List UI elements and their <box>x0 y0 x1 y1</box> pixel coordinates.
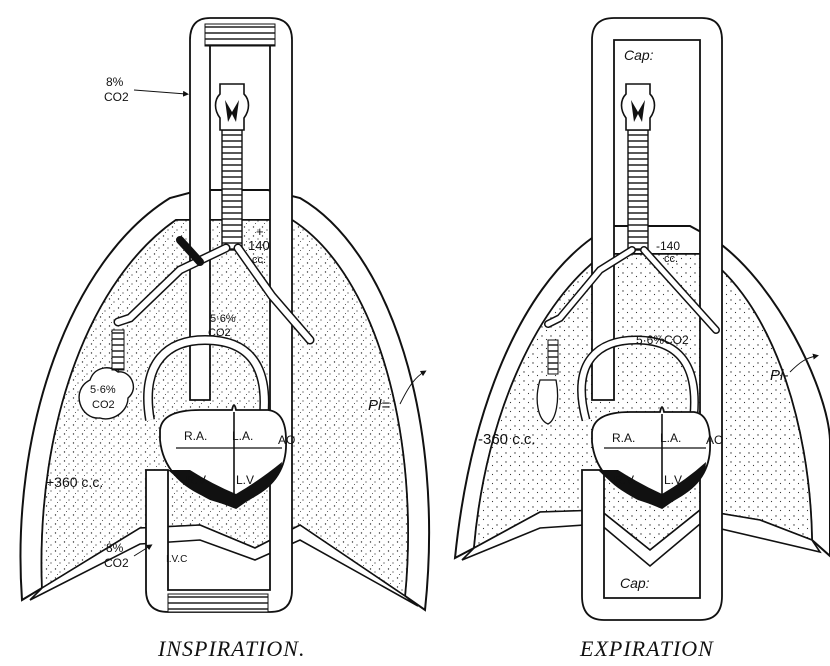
label-alveolar-unit: CO2 <box>208 327 231 339</box>
label-pl: Pl- <box>770 367 788 384</box>
label-lv: L.V. <box>664 473 684 487</box>
expiration-figure: Cap: -140 cc. 5·6%CO2 R.A. L.A. AO R.V. … <box>455 18 830 620</box>
label-cap-top: Cap: <box>624 47 654 63</box>
pointer-co2-top <box>134 90 186 94</box>
capillary-top <box>205 24 275 46</box>
label-co2-top: 8% <box>106 75 124 89</box>
trachea <box>222 130 242 250</box>
label-rv: R.V. <box>186 473 208 487</box>
label-alveolar: 5·6% <box>210 313 236 325</box>
label-trachea-vol: -140 <box>656 239 680 253</box>
sac-duct <box>548 340 558 374</box>
label-lung-vol: +360 c.c. <box>46 474 103 490</box>
capillary-bottom <box>168 594 268 612</box>
label-lung-vol: -360 c.c. <box>478 431 536 448</box>
label-co2-bottom-unit: CO2 <box>104 556 129 570</box>
trachea <box>628 130 648 250</box>
label-ao: AO <box>278 433 295 447</box>
label-la: L.A. <box>232 429 253 443</box>
label-lv: L.V. <box>236 473 256 487</box>
label-alveolar: 5·6%CO2 <box>636 333 689 347</box>
label-co2-top-unit: CO2 <box>104 90 129 104</box>
label-la: L.A. <box>660 431 681 445</box>
label-trachea-sign: + <box>256 224 264 239</box>
label-sac-unit: CO2 <box>92 399 115 411</box>
label-pl: Pl= <box>368 397 390 414</box>
inspiration-figure: 8% CO2 + 140 cc. 5·6% CO2 5·6% CO2 R.A. … <box>20 18 429 612</box>
label-trachea-unit: cc. <box>664 253 678 265</box>
larynx <box>622 84 655 130</box>
larynx <box>216 84 249 130</box>
label-trachea-unit: cc. <box>252 254 266 266</box>
label-co2-bottom: 8% <box>106 541 124 555</box>
label-ra: R.A. <box>612 431 635 445</box>
label-trachea-vol: 140 <box>248 238 270 253</box>
label-sac: 5·6% <box>90 384 116 396</box>
label-ivc: I.V.C <box>166 554 187 565</box>
label-rv: R.V. <box>614 473 636 487</box>
label-cap-bottom: Cap: <box>620 575 650 591</box>
sac-duct <box>112 330 124 370</box>
caption-inspiration: INSPIRATION. <box>158 636 305 662</box>
caption-expiration: EXPIRATION <box>580 636 714 662</box>
label-ao: AO <box>706 433 723 447</box>
label-ra: R.A. <box>184 429 207 443</box>
